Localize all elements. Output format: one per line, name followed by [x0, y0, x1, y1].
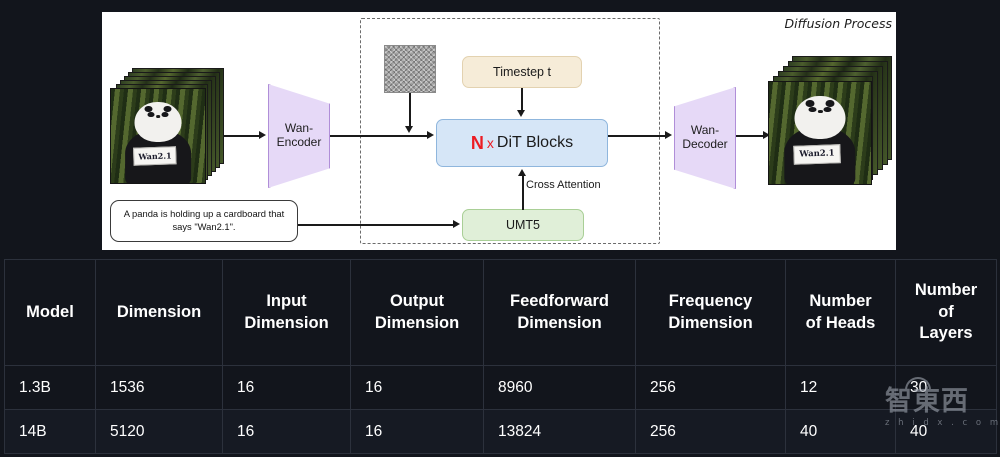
- panda-video-frame: Wan2.1: [768, 81, 872, 185]
- cell-model: 14B: [4, 409, 96, 454]
- arrow-head-right: [427, 131, 434, 139]
- cell-number-of-layers: 30: [895, 365, 997, 410]
- arrow-head-up: [518, 169, 526, 176]
- cell-number-of-heads: 40: [785, 409, 896, 454]
- dit-blocks-node[interactable]: N x DiT Blocks: [436, 119, 608, 167]
- text-prompt-box: A panda is holding up a cardboard that s…: [110, 200, 298, 243]
- gaussian-noise-icon: [384, 45, 436, 93]
- column-header-feedforward-dimension: Feedforward Dimension: [483, 259, 636, 366]
- wan-encoder-node[interactable]: Wan- Encoder: [268, 84, 330, 188]
- umt5-label: UMT5: [505, 218, 541, 232]
- panda-sign-input: Wan2.1: [133, 146, 178, 166]
- table-row: 1.3B 1536 16 16 8960 256 12 30: [4, 365, 997, 410]
- arrow-head-right: [453, 220, 460, 228]
- cell-dimension: 1536: [95, 365, 223, 410]
- column-header-input-dimension: Input Dimension: [222, 259, 351, 366]
- panda-ear-right: [825, 100, 835, 108]
- arrow-head-down: [405, 126, 413, 133]
- arrow-noise-to-latent: [409, 93, 411, 129]
- panda-eye-right: [161, 111, 169, 117]
- arrow-umt5-to-dit: [522, 175, 524, 210]
- cell-number-of-layers: 40: [895, 409, 997, 454]
- dit-multiply-symbol: x: [486, 135, 494, 151]
- column-header-number-of-heads: Number of Heads: [785, 259, 896, 366]
- table-row: 14B 5120 16 16 13824 256 40 40: [4, 409, 997, 454]
- cell-input-dimension: 16: [222, 365, 351, 410]
- panda-nose: [155, 115, 161, 118]
- cell-frequency-dimension: 256: [635, 365, 786, 410]
- cell-feedforward-dimension: 8960: [483, 365, 636, 410]
- timestep-label: Timestep t: [493, 65, 551, 79]
- arrow-decoder-to-output: [736, 135, 764, 137]
- panda-ear-right: [163, 105, 172, 113]
- wan-decoder-label-line2: Decoder: [682, 137, 728, 151]
- column-header-model: Model: [4, 259, 96, 366]
- column-header-output-dimension: Output Dimension: [350, 259, 484, 366]
- wan-encoder-label-line1: Wan-: [284, 121, 314, 136]
- panda-eye-left: [808, 106, 817, 113]
- panda-video-frame: Wan2.1: [110, 88, 206, 184]
- column-header-dimension: Dimension: [95, 259, 223, 366]
- dit-repeat-count-symbol: N: [470, 132, 484, 153]
- wan-encoder-label-line2: Encoder: [276, 135, 322, 149]
- timestep-node[interactable]: Timestep t: [462, 56, 582, 88]
- diffusion-process-region: [360, 18, 660, 244]
- umt5-text-encoder-node[interactable]: UMT5: [462, 209, 584, 241]
- panda-nose: [817, 110, 823, 113]
- arrow-head-right: [665, 131, 672, 139]
- column-header-frequency-dimension: Frequency Dimension: [635, 259, 786, 366]
- panda-ear-left: [144, 105, 153, 113]
- wan-decoder-label: Wan- Decoder: [682, 123, 728, 152]
- cross-attention-label: Cross Attention: [526, 179, 601, 191]
- panda-sign-output: Wan2.1: [793, 144, 841, 166]
- panda-head: [134, 102, 182, 142]
- arrow-head-right: [259, 131, 266, 139]
- input-video-frame-stack: Wan2.1: [110, 68, 224, 186]
- cell-output-dimension: 16: [350, 409, 484, 454]
- cell-output-dimension: 16: [350, 365, 484, 410]
- wan-encoder-label: Wan- Encoder: [276, 121, 322, 150]
- cell-input-dimension: 16: [222, 409, 351, 454]
- panda-eye-left: [147, 111, 155, 117]
- panda-eye-right: [823, 106, 832, 113]
- wan-decoder-node[interactable]: Wan- Decoder: [674, 87, 736, 189]
- arrow-head-down: [517, 110, 525, 117]
- wan-decoder-label-line1: Wan-: [690, 123, 720, 138]
- architecture-figure-panel: Diffusion Process Wan2.1 A panda is hold…: [102, 12, 896, 250]
- arrow-head-right: [763, 131, 770, 139]
- table-header-row: Model Dimension Input Dimension Output D…: [4, 259, 997, 366]
- panda-ear-left: [805, 100, 815, 108]
- model-spec-table: Model Dimension Input Dimension Output D…: [4, 259, 997, 454]
- arrow-prompt-to-umt5: [298, 224, 454, 226]
- output-video-frame-stack: Wan2.1: [768, 56, 892, 186]
- column-header-number-of-layers: Number of Layers: [895, 259, 997, 366]
- cell-feedforward-dimension: 13824: [483, 409, 636, 454]
- arrow-dit-to-decoder: [608, 135, 666, 137]
- arrow-encoder-to-dit: [330, 135, 428, 137]
- diffusion-process-label: Diffusion Process: [784, 16, 892, 31]
- cell-model: 1.3B: [4, 365, 96, 410]
- arrow-video-to-encoder: [224, 135, 260, 137]
- dit-blocks-label: DiT Blocks: [496, 134, 574, 151]
- cell-number-of-heads: 12: [785, 365, 896, 410]
- arrow-timestep-to-dit: [521, 88, 523, 112]
- cell-dimension: 5120: [95, 409, 223, 454]
- cell-frequency-dimension: 256: [635, 409, 786, 454]
- panda-head: [794, 96, 846, 140]
